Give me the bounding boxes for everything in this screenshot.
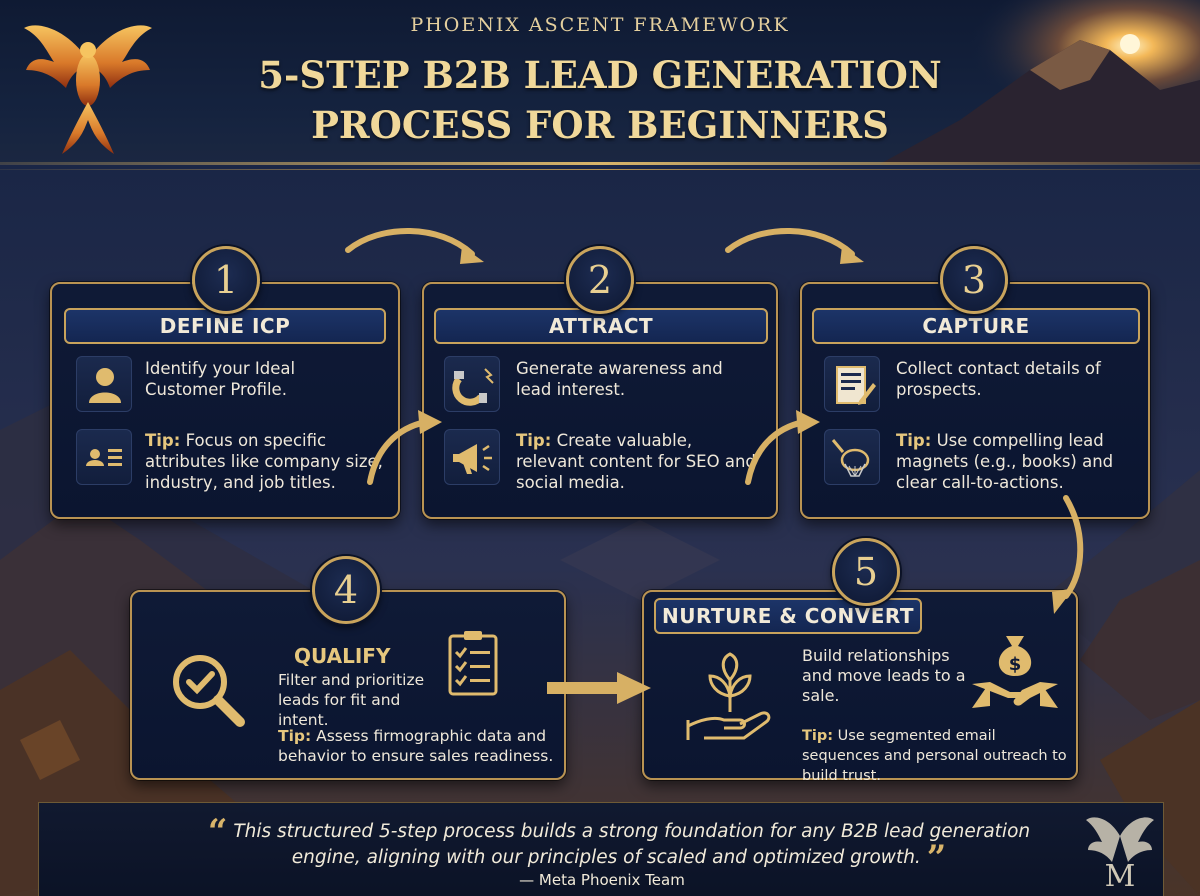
step-tip: Tip: Use segmented email sequences and p… xyxy=(802,726,1076,786)
megaphone-icon xyxy=(444,429,500,485)
arrow-into-step3 xyxy=(745,410,820,485)
step-card-5: NURTURE & CONVERT Build relationships an… xyxy=(642,590,1078,784)
tip-label: Tip: xyxy=(516,431,552,450)
step-description: Collect contact details of prospects. xyxy=(896,359,1101,399)
tip-text: Use segmented email sequences and person… xyxy=(802,728,1067,784)
tip-label: Tip: xyxy=(896,431,932,450)
close-quote-icon: ” xyxy=(926,838,947,878)
step-number-5: 5 xyxy=(832,538,900,606)
tip-text: Use compelling lead magnets (e.g., books… xyxy=(896,431,1114,492)
quote-body: This structured 5-step process builds a … xyxy=(233,821,1031,868)
step-title-banner: NURTURE & CONVERT xyxy=(654,598,922,634)
step-description: Filter and prioritize leads for fit and … xyxy=(278,671,425,729)
net-icon xyxy=(824,429,880,485)
step-tip: Tip: Focus on specific attributes like c… xyxy=(145,430,390,493)
step-title-banner: DEFINE ICP xyxy=(64,308,386,344)
moneybag-handshake-icon: $ xyxy=(972,636,1058,708)
header-divider xyxy=(0,162,1200,165)
meta-phoenix-logo: M xyxy=(1086,817,1154,894)
tip-label: Tip: xyxy=(145,431,181,450)
page-title: 5-STEP B2B LEAD GENERATION PROCESS FOR B… xyxy=(0,50,1200,150)
step-tip: Tip: Use compelling lead magnets (e.g., … xyxy=(896,430,1136,493)
tip-label: Tip: xyxy=(278,727,312,745)
title-line-1: 5-STEP B2B LEAD GENERATION xyxy=(258,53,942,97)
open-quote-icon: “ xyxy=(207,812,228,852)
step-tip: Tip: Assess firmographic data and behavi… xyxy=(278,726,566,766)
svg-text:M: M xyxy=(1105,859,1136,894)
step-description: Build relationships and move leads to a … xyxy=(802,646,966,705)
step-title-banner: ATTRACT xyxy=(434,308,768,344)
plant-hand-icon xyxy=(686,652,771,740)
tip-text: Assess firmographic data and behavior to… xyxy=(278,727,554,765)
arrow-step3-to-step5 xyxy=(1052,495,1084,614)
clipboard-checklist-icon xyxy=(448,631,498,696)
arrow-step1-to-step2 xyxy=(345,228,484,264)
step-title-banner: CAPTURE xyxy=(812,308,1140,344)
step-number-4: 4 xyxy=(312,556,380,624)
step-description: Generate awareness and lead interest. xyxy=(516,359,723,399)
step-number-2: 2 xyxy=(566,246,634,314)
tip-text: Create valuable, relevant content for SE… xyxy=(516,431,756,492)
sunrise-mountain-image xyxy=(880,0,1200,164)
framework-label: PHOENIX ASCENT FRAMEWORK xyxy=(410,14,790,36)
step-card-1: DEFINE ICP Identify your Ideal Customer … xyxy=(50,282,400,519)
phoenix-logo xyxy=(24,25,152,154)
form-icon xyxy=(824,356,880,412)
header-divider-thin xyxy=(0,169,1200,170)
tip-text: Focus on specific attributes like compan… xyxy=(145,431,383,492)
step-description: Identify your Ideal Customer Profile. xyxy=(145,359,296,399)
title-line-2: PROCESS FOR BEGINNERS xyxy=(311,103,889,147)
user-icon xyxy=(76,356,132,412)
magnet-icon xyxy=(444,356,500,412)
magnifier-check-icon xyxy=(173,655,245,727)
tip-label: Tip: xyxy=(802,728,834,744)
step-title: QUALIFY xyxy=(294,644,391,668)
step-tip: Tip: Create valuable, relevant content f… xyxy=(516,430,756,493)
svg-text:$: $ xyxy=(1009,654,1022,675)
profile-list-icon xyxy=(76,429,132,485)
step-number-1: 1 xyxy=(192,246,260,314)
step-number-3: 3 xyxy=(940,246,1008,314)
quote-box: “ This structured 5-step process builds … xyxy=(38,802,1164,896)
quote-author: — Meta Phoenix Team xyxy=(519,871,685,889)
step-card-2: ATTRACT Generate awareness and lead inte… xyxy=(422,282,778,519)
quote-text: “ This structured 5-step process builds … xyxy=(189,815,1049,875)
arrow-into-step2 xyxy=(367,410,442,485)
step-card-3: CAPTURE Collect contact details of prosp… xyxy=(800,282,1150,519)
arrow-step4-to-step5 xyxy=(547,672,651,704)
arrow-step2-to-step3 xyxy=(725,228,864,264)
